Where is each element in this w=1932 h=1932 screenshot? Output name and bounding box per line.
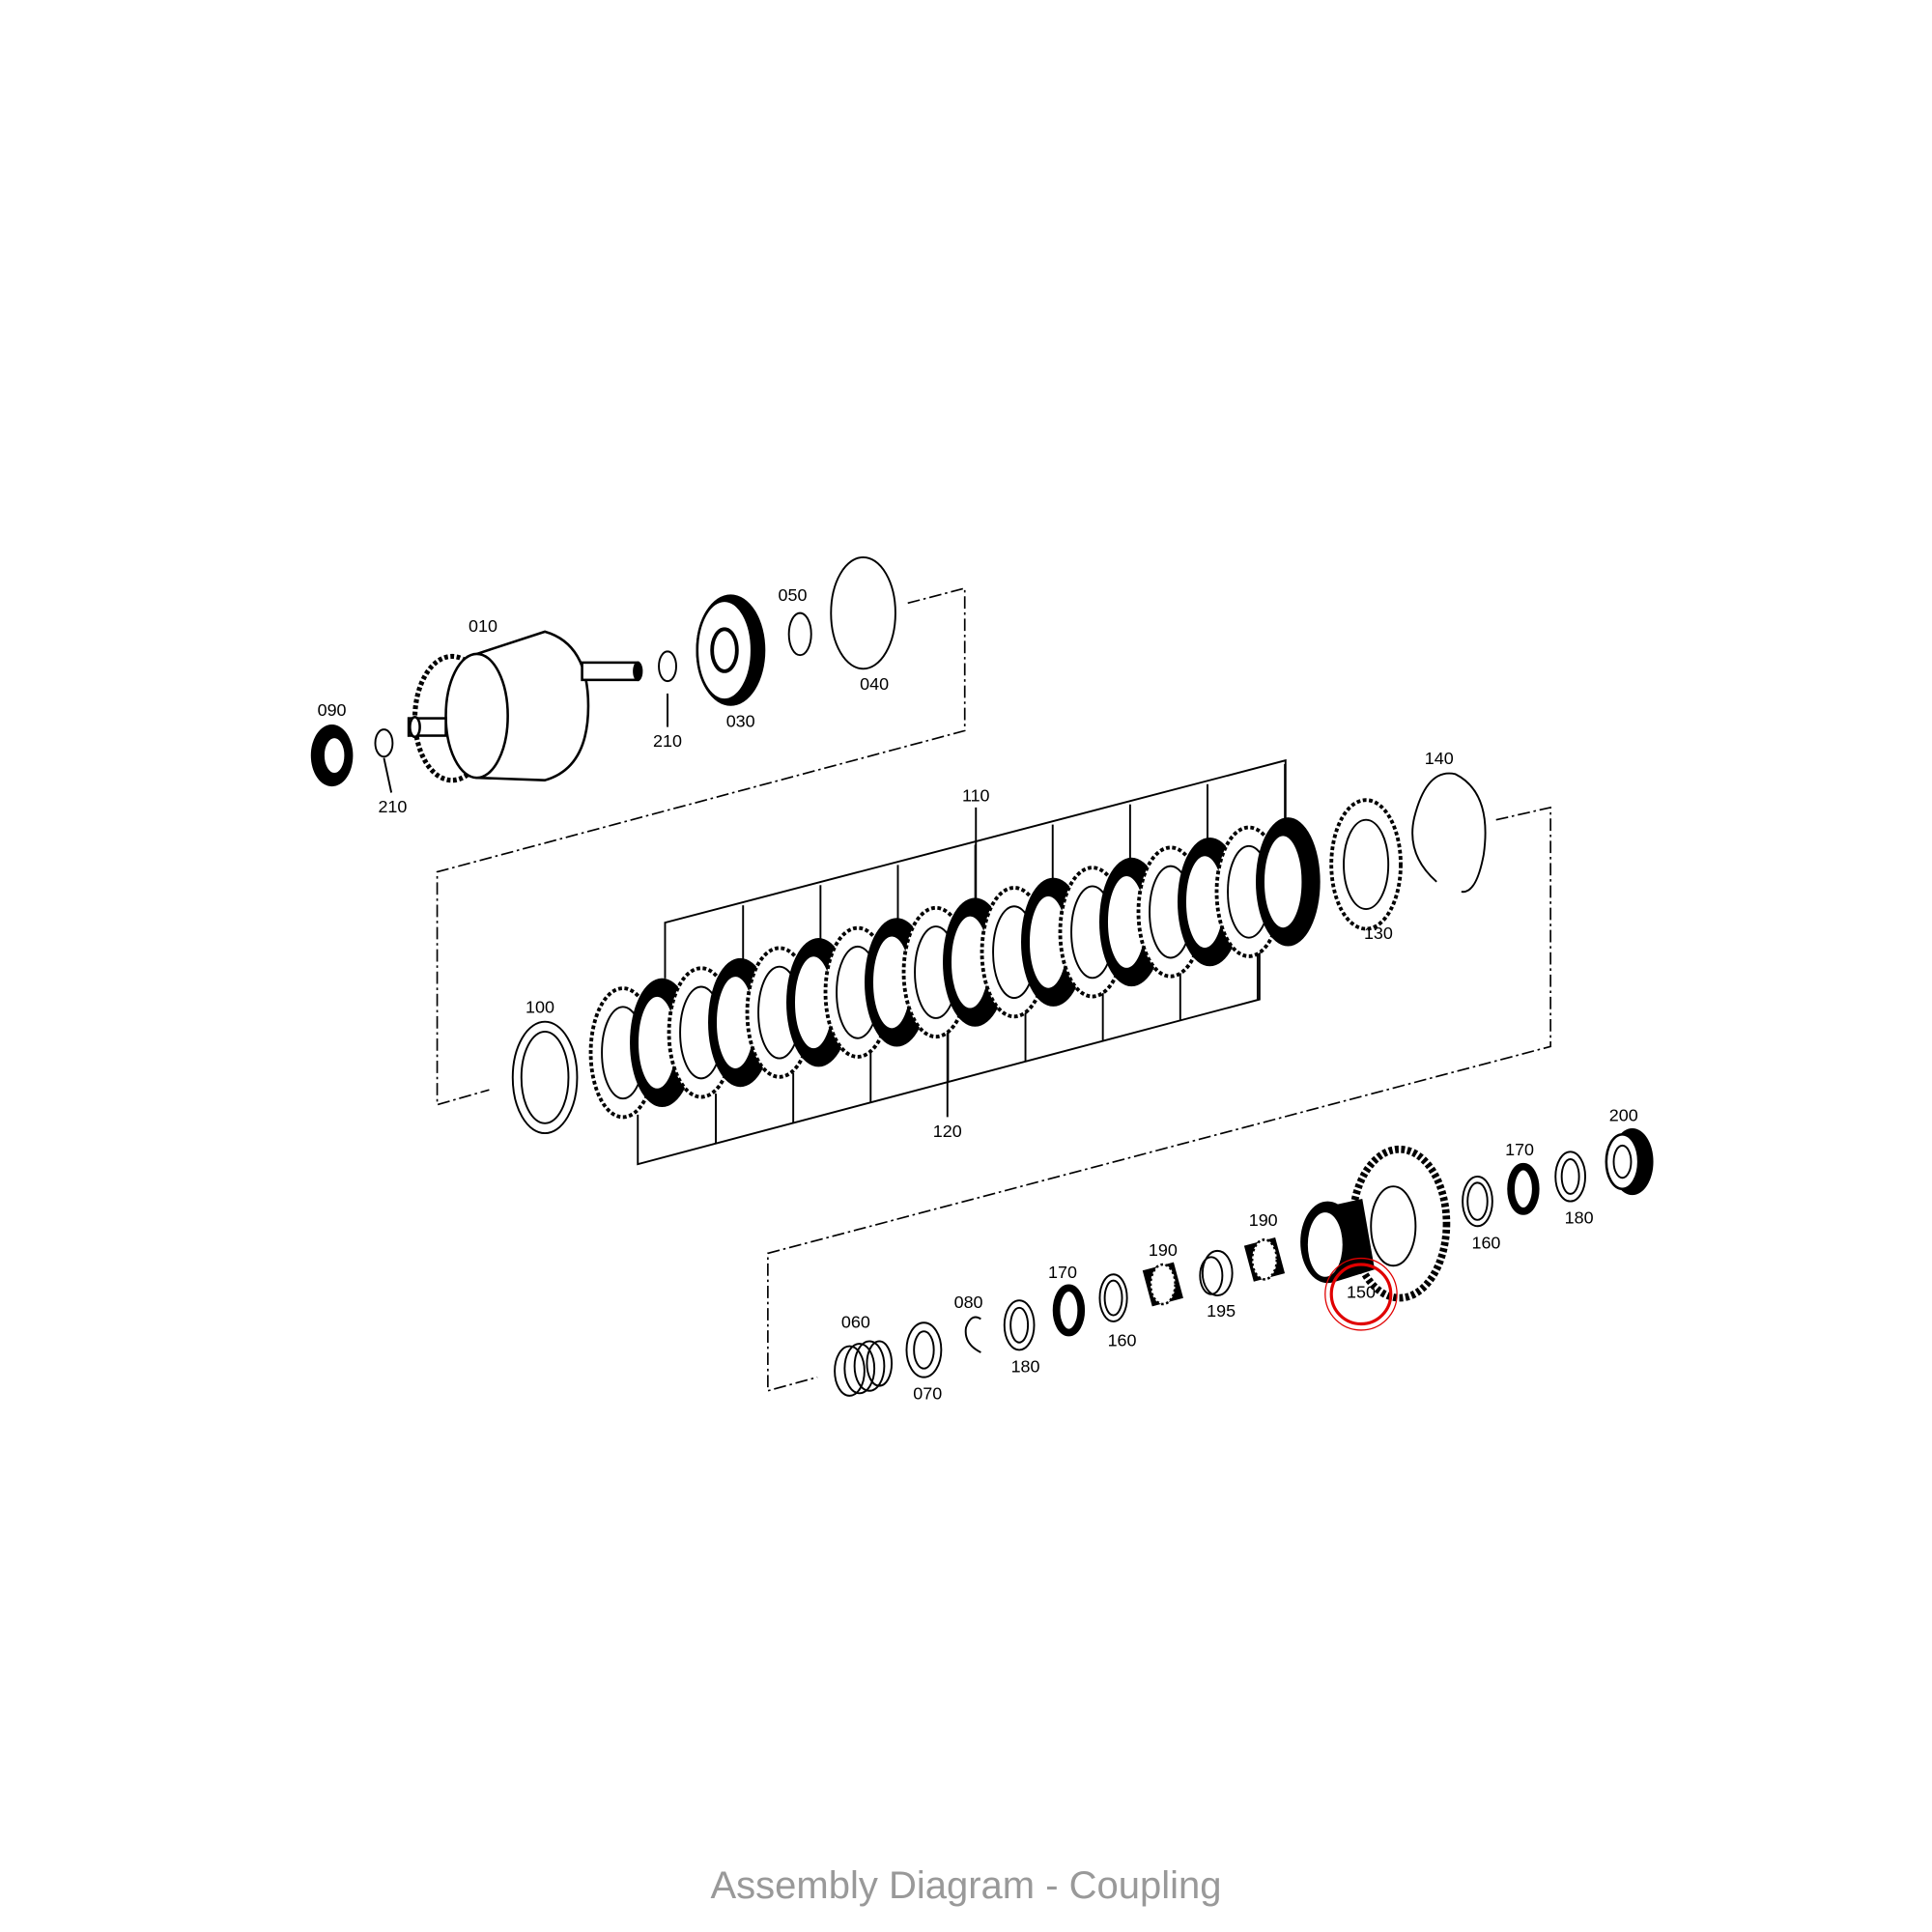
callout-195[interactable]: 195	[1207, 1301, 1236, 1321]
part-195-sleeve[interactable]	[1199, 1249, 1234, 1296]
part-010-clutch-housing[interactable]	[407, 630, 643, 783]
callout-150[interactable]: 150	[1347, 1283, 1376, 1302]
part-190-needle-bearing[interactable]	[1142, 1262, 1183, 1307]
part-210-ring[interactable]	[658, 650, 677, 683]
part-050-seal-ring[interactable]	[787, 611, 812, 657]
callout-010[interactable]: 010	[469, 616, 497, 636]
callout-160[interactable]: 160	[1108, 1331, 1137, 1350]
part-080-snap-ring[interactable]	[964, 1316, 981, 1353]
callout-180[interactable]: 180	[1011, 1357, 1040, 1377]
group-frame-bottom	[767, 806, 1551, 1392]
callout-180[interactable]: 180	[1565, 1208, 1594, 1228]
callout-080[interactable]: 080	[954, 1293, 983, 1312]
callout-160[interactable]: 160	[1471, 1233, 1500, 1252]
callout-050[interactable]: 050	[779, 585, 808, 605]
highlight-marker	[1324, 1257, 1398, 1331]
part-180-washer[interactable]	[1003, 1299, 1036, 1351]
callout-210[interactable]: 210	[378, 797, 407, 816]
callout-130[interactable]: 130	[1364, 923, 1393, 943]
part-180-washer[interactable]	[1554, 1151, 1586, 1203]
callout-090[interactable]: 090	[318, 700, 347, 720]
part-090-bearing[interactable]	[310, 724, 354, 787]
part-060-spring[interactable]	[834, 1340, 894, 1397]
part-160-washer[interactable]	[1098, 1273, 1128, 1322]
callout-170[interactable]: 170	[1048, 1263, 1077, 1282]
callout-060[interactable]: 060	[841, 1312, 870, 1331]
callout-190[interactable]: 190	[1249, 1210, 1278, 1230]
callout-200[interactable]: 200	[1609, 1105, 1638, 1124]
part-100-end-plate[interactable]	[511, 1020, 579, 1135]
callout-210[interactable]: 210	[653, 731, 682, 751]
part-070-ring[interactable]	[905, 1321, 943, 1378]
callout-190[interactable]: 190	[1149, 1240, 1178, 1260]
friction-plate-black[interactable]	[1256, 817, 1321, 947]
callout-120[interactable]: 120	[933, 1122, 962, 1141]
part-160-washer[interactable]	[1462, 1175, 1493, 1228]
part-040-seal-ring[interactable]	[830, 555, 896, 670]
part-150-gear[interactable]	[1300, 1145, 1451, 1302]
callout-030[interactable]: 030	[726, 712, 755, 731]
part-170-ring[interactable]	[1507, 1162, 1540, 1215]
part-190-needle-bearing[interactable]	[1243, 1236, 1286, 1282]
part-210-ring[interactable]	[374, 728, 394, 758]
callout-040[interactable]: 040	[860, 674, 889, 694]
callout-100[interactable]: 100	[526, 998, 554, 1017]
diagram-caption: Assembly Diagram - Coupling	[710, 1864, 1222, 1907]
callout-070[interactable]: 070	[913, 1384, 942, 1404]
callout-140[interactable]: 140	[1425, 749, 1454, 768]
callout-110[interactable]: 110	[962, 785, 990, 805]
group-frame-top	[436, 586, 966, 1106]
callout-170[interactable]: 170	[1505, 1140, 1534, 1159]
plate-brackets	[637, 758, 1287, 1166]
bracket-120	[637, 941, 1261, 1166]
part-200-bearing[interactable]	[1605, 1127, 1654, 1196]
part-030-piston[interactable]	[696, 594, 766, 706]
part-130-pressure-plate[interactable]	[1329, 798, 1403, 931]
part-140-snap-ring[interactable]	[1411, 772, 1487, 894]
clutch-plates	[588, 817, 1321, 1120]
part-170-ring[interactable]	[1052, 1284, 1086, 1337]
